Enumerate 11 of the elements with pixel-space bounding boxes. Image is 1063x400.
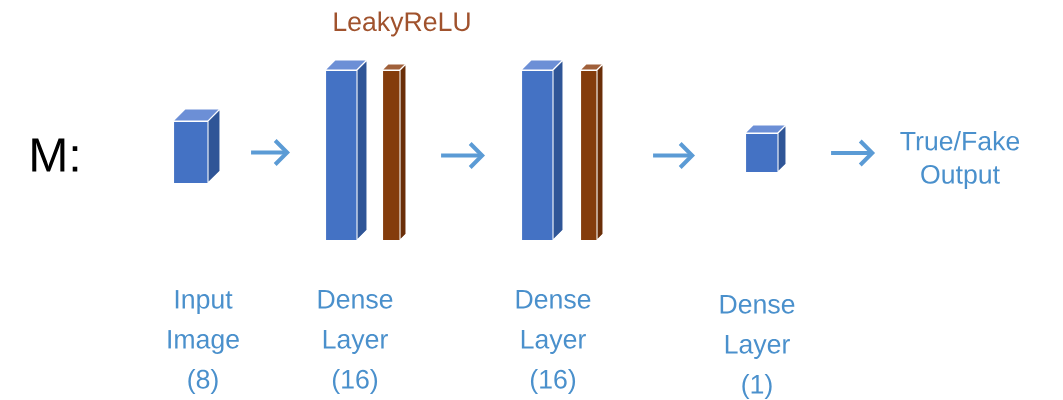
activation-label: LeakyReLU bbox=[334, 11, 470, 37]
model-label: M: bbox=[32, 138, 78, 172]
output-text: True/Fake Output bbox=[900, 130, 1020, 190]
layer-caption: Dense Layer (1) bbox=[720, 295, 795, 399]
layer-caption: Dense Layer (16) bbox=[516, 290, 591, 394]
layer-caption: Input Image (8) bbox=[168, 290, 239, 394]
layer-caption: Dense Layer (16) bbox=[318, 290, 393, 394]
arrow bbox=[831, 139, 876, 167]
arrow bbox=[441, 142, 485, 169]
arrow bbox=[653, 142, 695, 169]
arrow bbox=[251, 139, 290, 166]
